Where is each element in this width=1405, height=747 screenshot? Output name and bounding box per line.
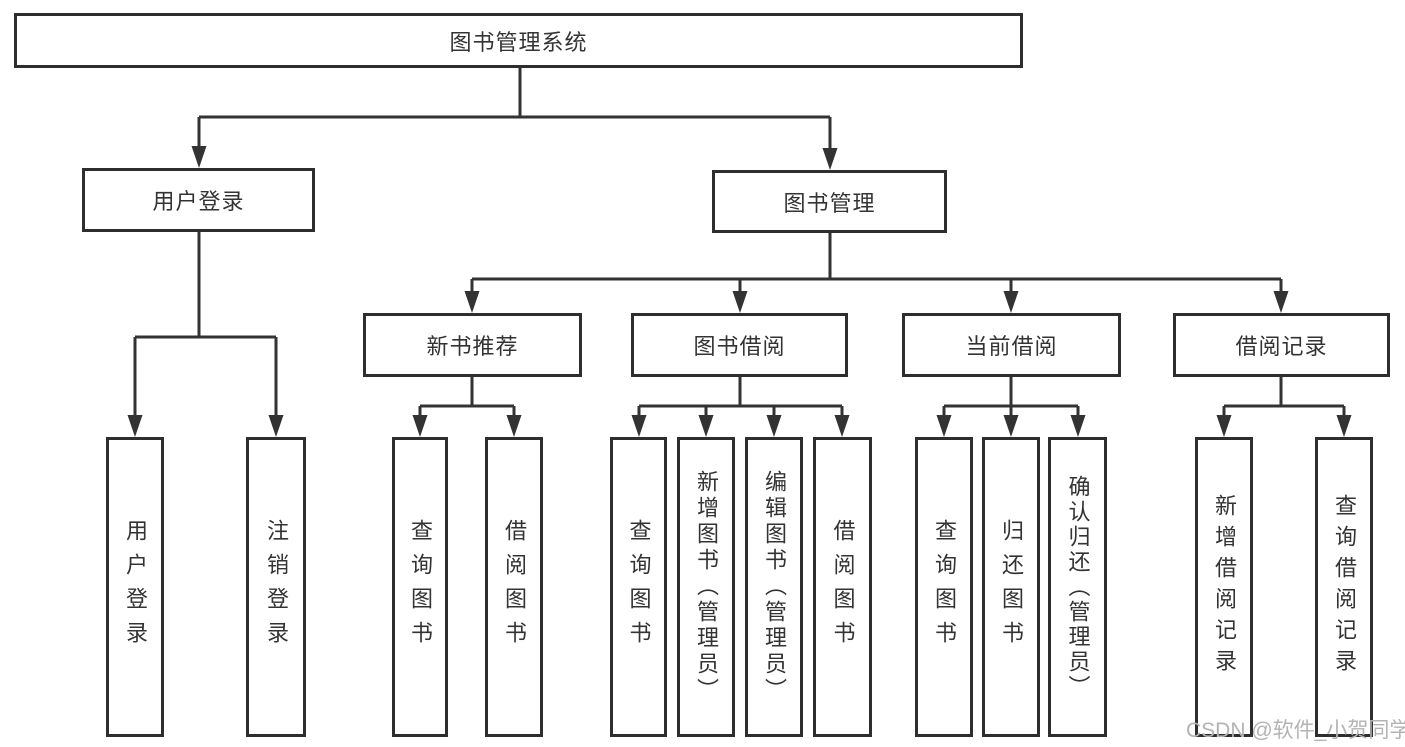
node-leaf-query-borrow-record: 查询借阅记录 (1315, 437, 1373, 737)
leaf-label: 编辑图书（管理员） (762, 470, 787, 704)
leaf-label: 确认归还（管理员） (1065, 474, 1091, 700)
connector-root-to-level2 (191, 68, 838, 170)
leaf-label: 借阅图书 (502, 519, 527, 655)
node-leaf-add-book-admin: 新增图书（管理员） (677, 437, 735, 737)
connector-book-management-to-level3 (464, 233, 1289, 313)
leaf-label: 用户登录 (123, 519, 148, 655)
node-book-management: 图书管理 (712, 170, 947, 233)
node-root-label: 图书管理系统 (449, 29, 588, 55)
node-leaf-query-books-2: 查询图书 (610, 437, 667, 737)
node-book-borrow: 图书借阅 (631, 313, 848, 377)
node-leaf-edit-book-admin: 编辑图书（管理员） (745, 437, 803, 737)
leaf-label: 查询图书 (408, 519, 433, 655)
node-leaf-logout-login: 注销登录 (246, 437, 306, 737)
node-current-borrow: 当前借阅 (902, 313, 1121, 377)
node-borrow-records-label: 借阅记录 (1235, 334, 1328, 359)
leaf-label: 归还图书 (999, 519, 1024, 655)
node-leaf-user-login: 用户登录 (106, 437, 164, 737)
node-new-book-recommend-label: 新书推荐 (426, 334, 519, 359)
node-borrow-records: 借阅记录 (1173, 313, 1390, 377)
node-leaf-add-borrow-record: 新增借阅记录 (1195, 437, 1253, 737)
node-book-borrow-label: 图书借阅 (693, 334, 786, 359)
csdn-watermark: CSDN @软件_小贺同学 (1186, 719, 1405, 742)
node-current-borrow-label: 当前借阅 (965, 334, 1058, 359)
leaf-label: 查询借阅记录 (1332, 494, 1357, 680)
connector-new-book-recommend-to-leaves (412, 377, 522, 437)
node-leaf-query-books-1: 查询图书 (392, 437, 448, 737)
leaf-label: 新增图书（管理员） (694, 470, 719, 704)
connector-current-borrow-to-leaves (936, 377, 1086, 437)
connector-book-borrow-to-leaves (631, 377, 850, 437)
node-new-book-recommend: 新书推荐 (363, 313, 582, 377)
node-leaf-borrow-books-1: 借阅图书 (485, 437, 543, 737)
node-root-library-management-system: 图书管理系统 (14, 13, 1023, 68)
leaf-label: 查询图书 (932, 519, 957, 655)
node-user-login: 用户登录 (82, 168, 315, 232)
node-leaf-borrow-books-2: 借阅图书 (813, 437, 872, 737)
node-leaf-query-books-3: 查询图书 (915, 437, 973, 737)
node-user-login-label: 用户登录 (152, 189, 245, 214)
node-book-management-label: 图书管理 (783, 190, 876, 216)
connector-user-login-to-leaves (127, 232, 284, 437)
leaf-label: 注销登录 (264, 519, 289, 655)
node-leaf-confirm-return-admin: 确认归还（管理员） (1048, 437, 1107, 737)
node-leaf-return-book: 归还图书 (982, 437, 1040, 737)
leaf-label: 新增借阅记录 (1212, 494, 1237, 680)
leaf-label: 借阅图书 (830, 519, 856, 655)
connector-borrow-records-to-leaves (1216, 377, 1352, 437)
leaf-label: 查询图书 (626, 519, 652, 655)
